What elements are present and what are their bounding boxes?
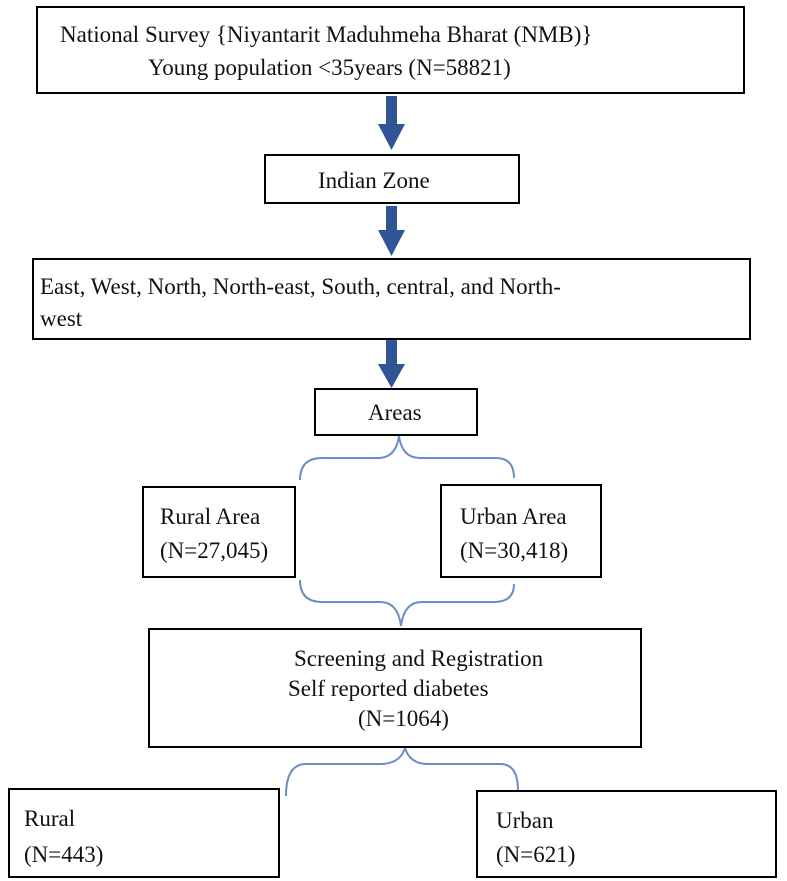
screening-subtitle: Self reported diabetes: [288, 676, 489, 701]
regions-line-1: East, West, North, North-east, South, ce…: [40, 274, 561, 299]
urban-area-box: Urban Area (N=30,418): [440, 484, 602, 578]
rural-area-name: Rural Area: [160, 504, 261, 529]
screening-count: (N=1064): [358, 706, 449, 731]
rural-box: Rural (N=443): [8, 788, 280, 878]
screening-title: Screening and Registration: [294, 646, 544, 671]
merge-bracket: [299, 579, 515, 627]
areas-label: Areas: [368, 400, 422, 425]
urban-box: Urban (N=621): [476, 790, 777, 878]
rural-count: (N=443): [24, 842, 104, 867]
split-bracket: [285, 744, 519, 797]
screening-box: Screening and Registration Self reported…: [148, 628, 642, 748]
down-arrow-icon: [378, 338, 405, 388]
rural-area-count: (N=27,045): [160, 538, 269, 563]
split-bracket: [299, 435, 515, 481]
rural-name: Rural: [24, 806, 76, 831]
regions-box: East, West, North, North-east, South, ce…: [32, 258, 751, 340]
urban-area-name: Urban Area: [460, 504, 567, 529]
survey-population: Young population <35years (N=58821): [148, 55, 511, 80]
down-arrow-icon: [378, 206, 405, 256]
zone-box: Indian Zone: [264, 154, 520, 204]
urban-count: (N=621): [496, 842, 576, 867]
urban-area-count: (N=30,418): [460, 538, 569, 563]
down-arrow-icon: [378, 96, 405, 150]
urban-name: Urban: [496, 808, 554, 833]
areas-box: Areas: [314, 388, 478, 436]
survey-box: National Survey {Niyantarit Maduhmeha Bh…: [36, 6, 745, 94]
zone-label: Indian Zone: [318, 168, 430, 193]
regions-line-2: west: [40, 306, 83, 331]
survey-title: National Survey {Niyantarit Maduhmeha Bh…: [60, 22, 593, 47]
rural-area-box: Rural Area (N=27,045): [142, 486, 296, 578]
